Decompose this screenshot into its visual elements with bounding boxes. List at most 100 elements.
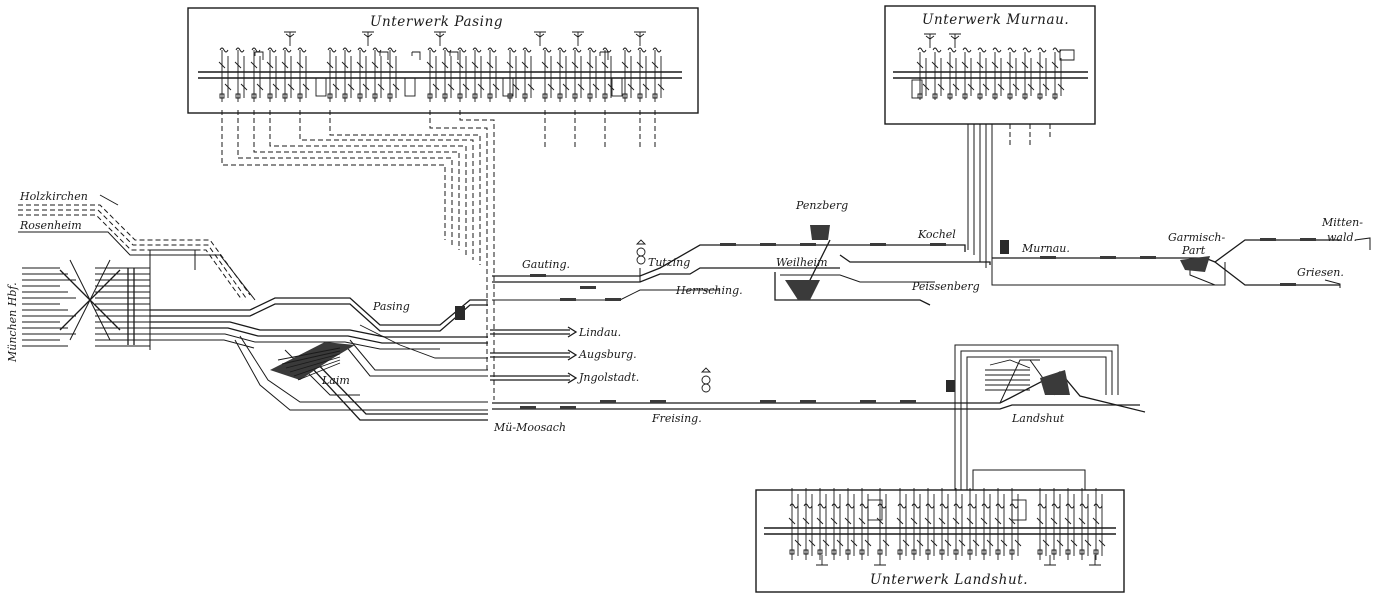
feeder-pasing	[456, 47, 470, 102]
feeder-pasing	[506, 47, 520, 102]
feeder-landshut	[1064, 488, 1078, 560]
substation-pasing: Unterwerk Pasing	[187, 7, 699, 114]
laim-track	[285, 353, 341, 369]
feeder-murnau	[1036, 47, 1050, 100]
breaker-block	[611, 77, 623, 97]
platform	[900, 400, 916, 403]
feeder-murnau	[976, 47, 990, 100]
platform	[1100, 256, 1116, 259]
label-holzkirchen: Holzkirchen	[19, 190, 88, 203]
feeder-landshut	[1050, 488, 1064, 560]
platform	[800, 400, 816, 403]
label-moosach: Mü-Moosach	[493, 421, 566, 434]
transformer-freising	[700, 367, 712, 393]
feeder-murnau	[1051, 47, 1065, 100]
platform	[530, 274, 546, 277]
line-moosach-landshut	[492, 359, 1146, 413]
platform	[760, 400, 776, 403]
label-weilheim: Weilheim	[776, 256, 828, 269]
landshut-track	[989, 359, 1031, 369]
transformer-mark	[634, 31, 646, 46]
feeder-murnau	[1006, 47, 1020, 100]
platform	[1300, 238, 1316, 241]
feeder-landshut	[876, 488, 890, 560]
feeder-murnau	[931, 47, 945, 100]
switch-mark	[1059, 49, 1075, 61]
substation-murnau-title: Unterwerk Murnau.	[922, 12, 1069, 28]
platform	[870, 243, 886, 246]
label-herrsching: Herrsching.	[675, 284, 743, 297]
feeder-pasing	[636, 47, 650, 102]
feeder-pasing	[296, 47, 310, 102]
breaker-block	[867, 499, 883, 521]
murnau-feeder-cables	[967, 124, 1225, 286]
branch-arrows	[490, 326, 578, 384]
label-ingolstadt: Jngolstadt.	[577, 371, 639, 384]
label-landshut: Landshut	[1011, 412, 1065, 425]
platform	[560, 406, 576, 409]
laim-track	[297, 362, 341, 381]
transformer-mark	[924, 33, 936, 48]
feeder-pasing	[586, 47, 600, 102]
platform	[1260, 238, 1276, 241]
feeder-pasing	[621, 47, 635, 102]
feeder-landshut	[1092, 488, 1106, 560]
label-muenchen-hbf: München Hbf.	[6, 282, 19, 363]
platform	[580, 286, 596, 289]
feeder-landshut	[910, 488, 924, 560]
transformer-mark	[284, 31, 296, 46]
laim-track	[289, 356, 341, 373]
feeder-pasing	[218, 47, 232, 102]
feeder-pasing	[371, 47, 385, 102]
label-lindau: Lindau.	[578, 326, 621, 339]
feeder-pasing	[281, 47, 295, 102]
pasing-switch-post	[455, 306, 465, 320]
feeder-pasing	[571, 47, 585, 102]
earth-mark	[1044, 555, 1056, 566]
switch-mark	[411, 51, 421, 60]
label-rosenheim: Rosenheim	[19, 219, 82, 232]
label-penzberg: Penzberg	[795, 199, 848, 212]
breaker-block	[404, 77, 416, 97]
platform	[600, 400, 616, 403]
substation-landshut: Unterwerk Landshut.	[755, 488, 1125, 593]
feeder-pasing	[601, 47, 615, 102]
platform	[1280, 283, 1296, 286]
platform	[860, 400, 876, 403]
feeder-landshut	[1078, 488, 1092, 560]
feeder-pasing	[556, 47, 570, 102]
pasing-feeder-cables	[221, 110, 656, 400]
label-augsburg: Augsburg.	[578, 348, 637, 361]
feeder-pasing	[250, 47, 264, 102]
label-kochel: Kochel	[917, 228, 956, 241]
earth-mark	[816, 555, 828, 566]
feeder-landshut	[966, 488, 980, 560]
transformer-mark	[362, 31, 374, 46]
substation-pasing-title: Unterwerk Pasing	[370, 14, 503, 30]
laim-yard	[270, 342, 355, 381]
feeder-landshut	[788, 488, 802, 560]
feeder-pasing	[326, 47, 340, 102]
feeder-landshut	[1036, 488, 1050, 560]
feeder-murnau	[991, 47, 1005, 100]
feeder-murnau	[961, 47, 975, 100]
laim-track	[293, 359, 341, 377]
station-labels: Holzkirchen Rosenheim München Hbf. Pasin…	[6, 190, 1363, 434]
platform	[1140, 256, 1156, 259]
feeder-murnau	[946, 47, 960, 100]
transformer-mark	[534, 31, 546, 46]
transformer-mark	[949, 33, 961, 48]
feeder-landshut	[816, 488, 830, 560]
label-garmisch: Garmisch-	[1168, 231, 1225, 244]
feeder-landshut	[952, 488, 966, 560]
platform	[760, 243, 776, 246]
earth-mark	[874, 555, 886, 566]
label-mittenwald-1: Mitten-	[1321, 216, 1363, 229]
feeder-pasing	[234, 47, 248, 102]
switch-mark	[599, 51, 609, 60]
transformer-mark	[572, 31, 584, 46]
feeder-pasing	[651, 47, 665, 102]
laim-track	[277, 347, 341, 361]
feeder-pasing	[266, 47, 280, 102]
feeder-pasing	[356, 47, 370, 102]
